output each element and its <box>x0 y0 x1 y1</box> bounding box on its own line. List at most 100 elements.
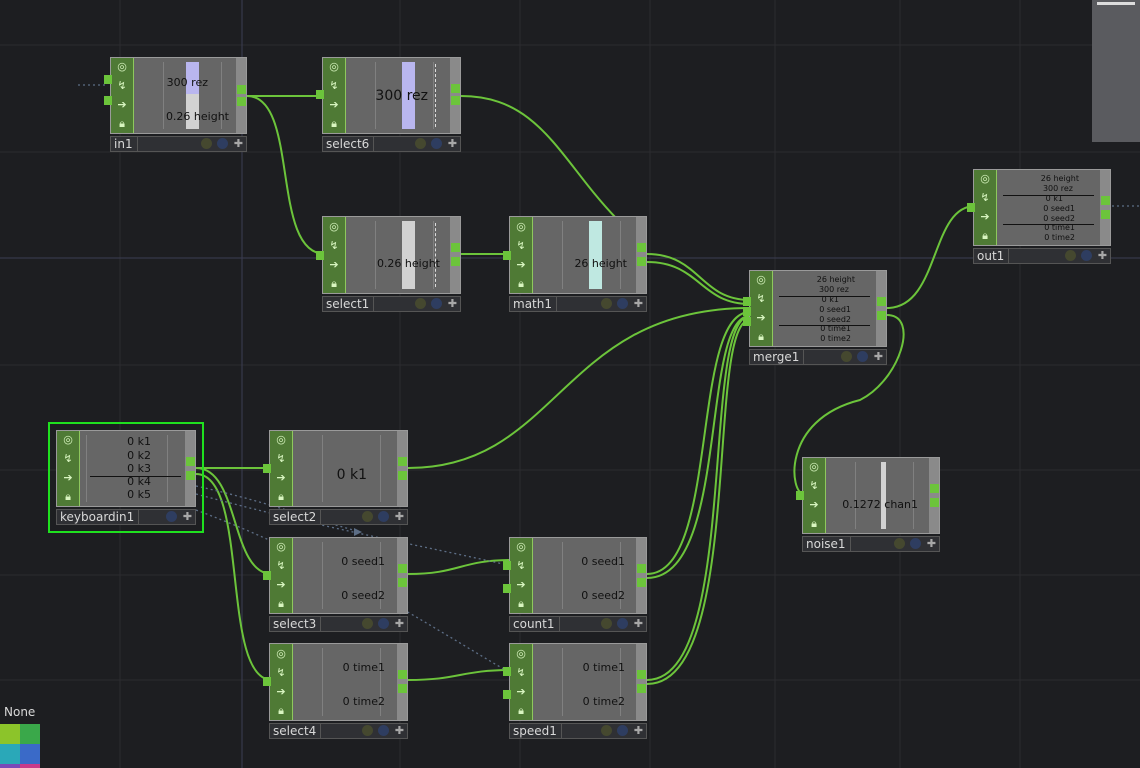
viewer-flag-icon[interactable]: ◎ <box>756 273 766 287</box>
input-arrow-icon[interactable]: ➔ <box>516 577 526 591</box>
color-swatch[interactable] <box>0 744 20 764</box>
pin-icon[interactable]: ✚ <box>233 137 244 150</box>
bypass-flag-icon[interactable]: ↯ <box>276 665 286 679</box>
lock-flag-icon[interactable]: 🔒︎ <box>518 596 524 610</box>
output-connector[interactable] <box>398 564 407 573</box>
node-name[interactable]: math1 <box>513 297 557 311</box>
output-connector[interactable] <box>451 96 460 105</box>
node-select4[interactable]: ◎ ↯ ➔ 🔒︎ 0 time1 0 time2 select4 ✚ <box>263 643 408 739</box>
lock-flag-icon[interactable]: 🔒︎ <box>331 116 337 130</box>
pin-icon[interactable]: ✚ <box>394 617 405 630</box>
node-out1[interactable]: ◎ ↯ ➔ 🔒︎ 26 height 300 rez 0 k1 0 seed1 … <box>967 169 1111 264</box>
bypass-flag-icon[interactable]: ↯ <box>329 238 339 252</box>
node-name[interactable]: count1 <box>513 617 560 631</box>
node-select1[interactable]: ◎ ↯ ➔ 🔒︎ 0.26 height select1 ✚ <box>316 216 461 312</box>
input-arrow-icon[interactable]: ➔ <box>63 470 73 484</box>
bypass-flag-icon[interactable]: ↯ <box>117 79 127 93</box>
node-in1[interactable]: ◎ ↯ ➔ 🔒︎ 300 rez 0.26 height in1 ✚ <box>104 57 247 152</box>
input-arrow-icon[interactable]: ➔ <box>276 684 286 698</box>
pin-icon[interactable]: ✚ <box>182 510 193 523</box>
cook-dot[interactable] <box>362 725 373 736</box>
viewer-flag-icon[interactable]: ◎ <box>980 172 990 186</box>
pin-icon[interactable]: ✚ <box>1097 249 1108 262</box>
lock-flag-icon[interactable]: 🔒︎ <box>811 516 817 530</box>
bypass-flag-icon[interactable]: ↯ <box>329 79 339 93</box>
input-connector[interactable] <box>967 203 975 212</box>
output-connector[interactable] <box>451 243 460 252</box>
output-connector[interactable] <box>637 257 646 266</box>
cook-dot[interactable] <box>601 298 612 309</box>
lock-flag-icon[interactable]: 🔒︎ <box>119 116 125 130</box>
input-arrow-icon[interactable]: ➔ <box>756 310 766 324</box>
lock-flag-icon[interactable]: 🔒︎ <box>518 276 524 290</box>
display-dot[interactable] <box>217 138 228 149</box>
input-arrow-icon[interactable]: ➔ <box>516 684 526 698</box>
output-connector[interactable] <box>237 85 246 94</box>
output-connector[interactable] <box>877 311 886 320</box>
display-dot[interactable] <box>617 725 628 736</box>
cook-dot[interactable] <box>362 618 373 629</box>
pin-icon[interactable]: ✚ <box>633 297 644 310</box>
node-name[interactable]: keyboardin1 <box>60 510 140 524</box>
input-arrow-icon[interactable]: ➔ <box>329 97 339 111</box>
output-connector[interactable] <box>877 297 886 306</box>
input-connector[interactable] <box>796 491 804 500</box>
lock-flag-icon[interactable]: 🔒︎ <box>331 276 337 290</box>
node-count1[interactable]: ◎ ↯ ➔ 🔒︎ 0 seed1 0 seed2 count1 ✚ <box>503 537 647 632</box>
display-dot[interactable] <box>617 298 628 309</box>
node-select6[interactable]: ◎ ↯ ➔ 🔒︎ 300 rez select6 ✚ <box>316 57 461 152</box>
output-connector[interactable] <box>1101 210 1110 219</box>
output-connector[interactable] <box>237 97 246 106</box>
display-dot[interactable] <box>166 511 177 522</box>
cook-dot[interactable] <box>201 138 212 149</box>
node-keyboardin1[interactable]: ◎ ↯ ➔ 🔒︎ 0 k1 0 k2 0 k3 0 k4 0 k5 keyboa… <box>48 422 204 533</box>
input-arrow-icon[interactable]: ➔ <box>276 470 286 484</box>
pin-icon[interactable]: ✚ <box>447 137 458 150</box>
lock-flag-icon[interactable]: 🔒︎ <box>278 703 284 717</box>
input-arrow-icon[interactable]: ➔ <box>117 97 127 111</box>
lock-flag-icon[interactable]: 🔒︎ <box>982 228 988 242</box>
color-swatch[interactable] <box>20 724 40 744</box>
pin-icon[interactable]: ✚ <box>926 537 937 550</box>
viewer-flag-icon[interactable]: ◎ <box>516 219 526 233</box>
color-swatch[interactable] <box>0 724 20 744</box>
input-connector[interactable] <box>503 690 511 699</box>
node-speed1[interactable]: ◎ ↯ ➔ 🔒︎ 0 time1 0 time2 speed1 ✚ <box>503 643 647 739</box>
bypass-flag-icon[interactable]: ↯ <box>516 238 526 252</box>
node-name[interactable]: merge1 <box>753 350 805 364</box>
viewer-flag-icon[interactable]: ◎ <box>276 433 286 447</box>
input-connector[interactable] <box>263 571 271 580</box>
output-connector[interactable] <box>398 684 407 693</box>
input-connector[interactable] <box>316 90 324 99</box>
viewer-flag-icon[interactable]: ◎ <box>329 219 339 233</box>
input-connector[interactable] <box>104 75 112 84</box>
output-connector[interactable] <box>1101 196 1110 205</box>
lock-flag-icon[interactable]: 🔒︎ <box>518 703 524 717</box>
cook-dot[interactable] <box>1065 250 1076 261</box>
output-connector[interactable] <box>398 578 407 587</box>
input-connector[interactable] <box>743 307 751 316</box>
color-swatch[interactable] <box>20 764 40 768</box>
pin-icon[interactable]: ✚ <box>633 617 644 630</box>
bypass-flag-icon[interactable]: ↯ <box>809 479 819 493</box>
lock-flag-icon[interactable]: 🔒︎ <box>278 596 284 610</box>
output-connector[interactable] <box>637 243 646 252</box>
output-connector[interactable] <box>637 670 646 679</box>
viewer-flag-icon[interactable]: ◎ <box>516 540 526 554</box>
pin-icon[interactable]: ✚ <box>447 297 458 310</box>
scroll-thumb[interactable] <box>1097 2 1135 5</box>
node-name[interactable]: in1 <box>114 137 138 151</box>
output-connector[interactable] <box>186 457 195 466</box>
cook-dot[interactable] <box>601 725 612 736</box>
input-connector[interactable] <box>743 317 751 326</box>
lock-flag-icon[interactable]: 🔒︎ <box>758 329 764 343</box>
output-connector[interactable] <box>186 471 195 480</box>
display-dot[interactable] <box>431 298 442 309</box>
input-connector[interactable] <box>503 667 511 676</box>
viewer-flag-icon[interactable]: ◎ <box>117 60 127 74</box>
display-dot[interactable] <box>378 725 389 736</box>
viewer-flag-icon[interactable]: ◎ <box>516 646 526 660</box>
input-connector[interactable] <box>104 96 112 105</box>
display-dot[interactable] <box>378 618 389 629</box>
cook-dot[interactable] <box>415 138 426 149</box>
